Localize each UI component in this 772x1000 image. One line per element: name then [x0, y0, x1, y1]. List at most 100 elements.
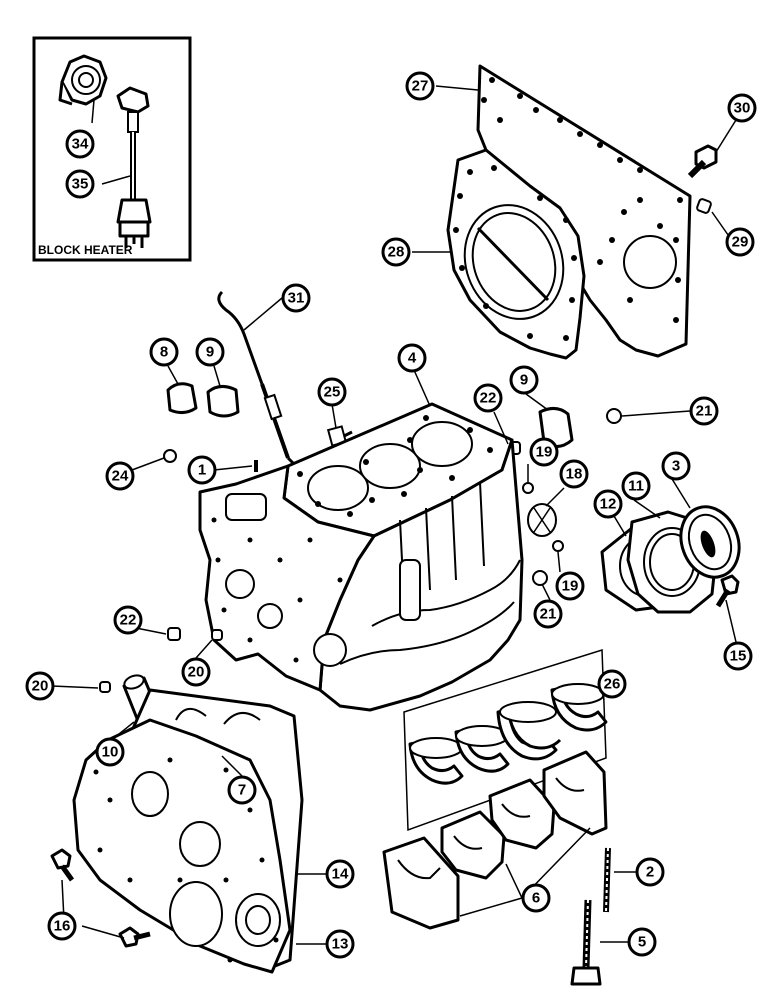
callout-15: 15	[723, 641, 753, 671]
svg-text:12: 12	[600, 496, 617, 513]
callout-22-bottom: 22	[113, 605, 143, 635]
bearing-cap-2	[440, 810, 506, 880]
callout-19-top: 19	[529, 437, 559, 467]
svg-text:24: 24	[112, 468, 129, 485]
callout-28: 28	[381, 237, 411, 267]
bearing-shell-4	[550, 683, 608, 732]
svg-text:30: 30	[734, 100, 751, 117]
svg-text:9: 9	[520, 372, 528, 389]
svg-text:20: 20	[32, 678, 49, 695]
callout-21-top: 21	[689, 396, 719, 426]
plug-20-left	[99, 681, 111, 693]
bearing-shell-2	[454, 725, 510, 773]
svg-text:21: 21	[540, 606, 557, 623]
callout-8: 8	[149, 337, 179, 367]
callout-19-bottom: 19	[555, 571, 585, 601]
svg-text:2: 2	[646, 864, 654, 881]
callout-34: 34	[65, 129, 95, 159]
callouts: 34 35 27 30 29 28 31 8 9 4 9 25 22 21 1 …	[25, 71, 757, 959]
svg-text:35: 35	[72, 176, 89, 193]
callout-35: 35	[65, 169, 95, 199]
dipstick	[217, 290, 302, 472]
plug-21-bottom	[532, 570, 548, 586]
callout-2: 2	[635, 857, 665, 887]
main-bearing-set-26	[403, 648, 608, 832]
callout-1: 1	[187, 455, 217, 485]
svg-text:21: 21	[696, 403, 713, 420]
svg-text:29: 29	[732, 234, 749, 251]
callout-18: 18	[559, 459, 589, 489]
main-bearing-caps-6	[382, 750, 608, 930]
callout-21-bottom: 21	[533, 599, 563, 629]
plug-20-right	[211, 629, 223, 641]
callout-12: 12	[593, 489, 623, 519]
svg-text:25: 25	[324, 384, 341, 401]
stud-2	[603, 847, 611, 913]
bearing-shell-1	[408, 737, 464, 785]
svg-text:28: 28	[388, 244, 405, 261]
callout-24: 24	[105, 461, 135, 491]
callout-5: 5	[627, 927, 657, 957]
plug-8	[166, 382, 198, 415]
callout-9-left: 9	[195, 337, 225, 367]
plug-19-bottom	[552, 540, 564, 552]
plug-21-top	[606, 408, 622, 424]
callout-4: 4	[397, 343, 427, 373]
block-heater-cord	[116, 86, 152, 248]
callout-20-left: 20	[25, 671, 55, 701]
svg-text:26: 26	[604, 676, 621, 693]
plug-9-left	[206, 385, 240, 418]
callout-6: 6	[521, 883, 551, 913]
plug-29	[696, 198, 712, 214]
svg-text:8: 8	[160, 344, 168, 361]
svg-text:1: 1	[198, 462, 206, 479]
callout-27: 27	[405, 71, 435, 101]
callout-26: 26	[597, 669, 627, 699]
svg-text:19: 19	[562, 578, 579, 595]
svg-text:3: 3	[672, 458, 680, 475]
svg-text:15: 15	[730, 648, 747, 665]
svg-text:22: 22	[480, 390, 497, 407]
callout-13: 13	[325, 929, 355, 959]
svg-text:18: 18	[566, 466, 583, 483]
rear-oil-seal-3	[679, 505, 741, 579]
bolt-16-bottom	[118, 926, 151, 948]
callout-10: 10	[95, 737, 125, 767]
svg-text:19: 19	[536, 444, 553, 461]
callout-31: 31	[281, 283, 311, 313]
svg-text:9: 9	[206, 344, 214, 361]
svg-text:4: 4	[408, 350, 417, 367]
bushing-22-bottom	[167, 627, 181, 641]
callout-7: 7	[227, 775, 257, 805]
cylinder-block	[198, 402, 524, 712]
svg-text:7: 7	[238, 782, 246, 799]
bolt-16-top	[50, 848, 75, 882]
dowel-1	[254, 460, 258, 472]
bolt-30	[687, 144, 718, 179]
svg-text:27: 27	[412, 78, 429, 95]
plug-19-top	[522, 482, 534, 494]
cap-18	[527, 503, 557, 537]
callout-30: 30	[727, 93, 757, 123]
front-plate-13	[72, 718, 292, 974]
svg-text:16: 16	[54, 918, 71, 935]
bolt-15	[715, 574, 740, 608]
svg-text:20: 20	[188, 664, 205, 681]
svg-text:5: 5	[638, 934, 646, 951]
callout-29: 29	[725, 227, 755, 257]
block-heater-element	[58, 54, 108, 106]
bearing-cap-4	[542, 750, 608, 836]
plug-24	[163, 449, 177, 463]
callout-14: 14	[325, 859, 355, 889]
bolt-5	[570, 899, 602, 986]
svg-text:6: 6	[532, 890, 540, 907]
callout-9-right: 9	[509, 365, 539, 395]
callout-20-right: 20	[181, 657, 211, 687]
bearing-shell-3	[496, 701, 562, 761]
bearing-cap-3	[488, 778, 556, 850]
svg-text:22: 22	[120, 612, 137, 629]
bearing-cap-1	[382, 836, 460, 930]
callout-16: 16	[47, 911, 77, 941]
block-heater-inset: BLOCK HEATER	[32, 36, 192, 262]
